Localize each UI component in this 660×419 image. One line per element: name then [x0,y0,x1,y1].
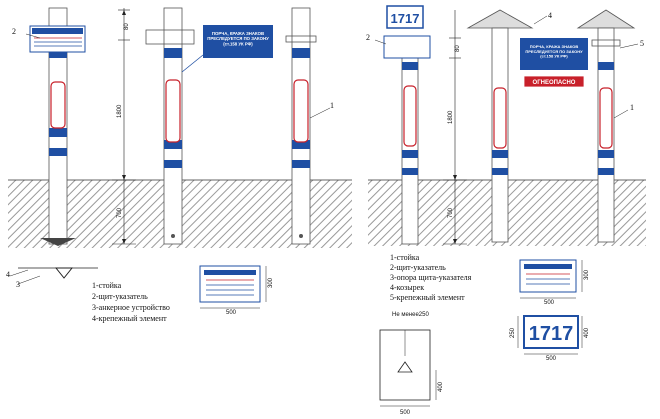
red-banner-right: ОГНЕОПАСНО [523,75,585,88]
panel-right-width: 500 [544,300,555,306]
panel-left-height: 300 [268,277,274,288]
dimension-lines-left [112,8,136,245]
dim-above-right: 1800 [448,110,454,124]
canopy-top-label: Не менее250 [392,312,429,318]
panel-left-width: 500 [226,310,237,316]
callout-1-left: 1 [330,101,334,110]
sign-board-right [383,35,431,59]
canopy-right [466,9,636,29]
callout-1-right: 1 [630,103,634,112]
dim-above-left: 1800 [117,104,123,118]
callout-4-right: 4 [548,11,552,20]
legend-right-5: 5-крепежный элемент [390,293,465,302]
dimension-lines-right [443,10,467,245]
panel-right-height: 300 [584,269,590,280]
canopy-height: 400 [438,381,444,392]
dim-below-left: 700 [117,207,123,218]
dim-top-left: 80 [124,23,130,30]
dim-top-right: 80 [455,45,461,52]
pole-left-1 [48,7,68,245]
pole-left-3 [285,7,317,245]
plate-height: 250 [510,327,516,338]
legend-left-4: 4-крепежный элемент [92,314,167,323]
plate-height-2: 400 [584,327,590,338]
number-plate-right: 1717 [386,5,424,29]
plate-drawing-right: 1717 [517,315,583,355]
legend-left-2: 2-щит-указатель [92,292,148,301]
legend-right-3: 3-опора щита-указателя [390,273,472,282]
pole-right-1 [401,35,419,245]
dim-below-right: 700 [448,207,454,218]
callout-4-left: 4 [6,270,10,279]
legend-right-2: 2-щит-указатель [390,263,446,272]
sign-board-left [29,25,86,53]
anchor-left [40,238,76,246]
callout-5-right: 5 [640,39,644,48]
callout-3-left: 3 [16,280,20,289]
plate-drawing-text: 1717 [529,323,574,345]
callout-2-right: 2 [366,33,370,42]
plate-width: 500 [546,356,557,362]
canopy-drawing-right [379,329,437,407]
legend-left-1: 1-стойка [92,281,122,290]
callout-2-left: 2 [12,27,16,36]
legend-left-3: 3-анкерное устройство [92,303,170,312]
panel-drawing-right [519,259,583,299]
anchor-detail [9,267,98,285]
pole-left-2 [145,7,195,245]
canopy-width: 500 [400,410,411,416]
pole-right-2 [491,27,509,243]
legend-right-4: 4-козырек [390,283,424,292]
panel-drawing-left [199,265,267,309]
pole-right-3 [591,27,621,243]
number-plate-text: 1717 [391,11,420,26]
red-banner-text: ОГНЕОПАСНО [533,80,576,86]
legend-right-1: 1-стойка [390,253,420,262]
